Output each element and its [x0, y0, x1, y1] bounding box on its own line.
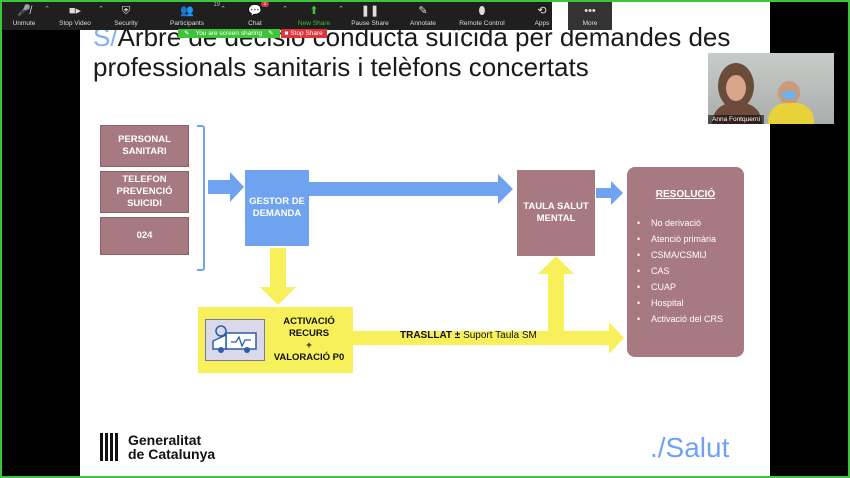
security-label: Security: [114, 20, 138, 27]
chat-button[interactable]: 💬 1 Chat ⌃: [224, 0, 288, 30]
new-share-button[interactable]: ⬆ New Share ⌃: [286, 0, 344, 30]
resolucio-item: CSMA/CSMIJ: [637, 247, 744, 263]
arrow-to-gestor: [208, 172, 244, 202]
participants-button[interactable]: 👥 19 Participants ⌃: [150, 0, 226, 30]
new-share-label: New Share: [297, 20, 331, 27]
source-telefon-prevencio: TELEFON PREVENCIÓ SUICIDI: [100, 171, 189, 213]
source-024: 024: [100, 217, 189, 255]
video-camera-icon: ■▸: [68, 5, 82, 17]
resolucio-title: RESOLUCIÓ: [655, 189, 716, 200]
stop-share-label: Stop Share: [290, 30, 323, 37]
resolucio-item: Activació del CRS: [637, 311, 744, 327]
remote-control-label: Remote Control: [459, 20, 505, 27]
resolucio-item: CUAP: [637, 279, 744, 295]
stop-icon: ■: [284, 30, 289, 37]
presentation-slide: S/Arbre de decisió conducta suïcida per …: [80, 0, 770, 478]
resolucio-list: No derivació Atenció primària CSMA/CSMIJ…: [627, 215, 744, 327]
security-button[interactable]: ⛨ Security: [102, 0, 150, 30]
activacio-recurs-box: ACTIVACIÓ RECURS + VALORACIÓ P0: [198, 307, 353, 373]
stop-video-label: Stop Video: [59, 20, 91, 27]
sharing-status[interactable]: ✎ You are screen sharing ✎: [178, 29, 280, 38]
arrow-taula-to-resolucio: [596, 181, 623, 205]
sources-bracket: [197, 125, 205, 271]
new-share-icon: ⬆: [309, 5, 319, 17]
arrow-trasllat: [353, 322, 624, 354]
resolucio-box: RESOLUCIÓ No derivació Atenció primària …: [627, 167, 744, 357]
chevron-up-icon[interactable]: ⌃: [282, 6, 288, 13]
sharing-indicator: ✎ You are screen sharing ✎ ■ Stop Share: [178, 29, 327, 38]
trasllat-rest: Suport Taula SM: [460, 330, 537, 341]
stop-share-button[interactable]: ■ Stop Share: [280, 29, 327, 38]
sharing-status-text: You are screen sharing: [195, 30, 263, 37]
shield-icon: ⛨: [121, 5, 131, 17]
resolucio-item: CAS: [637, 263, 744, 279]
unmute-label: Unmute: [12, 20, 36, 27]
more-label: More: [582, 20, 598, 27]
chat-label: Chat: [248, 20, 262, 27]
remote-control-button[interactable]: ⬮ Remote Control: [448, 0, 516, 30]
unmute-button[interactable]: 🎤̸ Unmute ⌃: [0, 0, 50, 30]
plus-sign: +: [306, 340, 312, 351]
chat-icon: 💬: [248, 5, 262, 17]
chevron-up-icon[interactable]: ⌃: [220, 6, 226, 13]
share-pin-icon: ✎: [268, 30, 274, 37]
more-button[interactable]: ••• More: [568, 0, 612, 30]
chat-badge: 1: [261, 1, 269, 7]
share-pin-icon: ✎: [184, 30, 190, 37]
participant-video-thumbnail[interactable]: Anna Fontquerni: [708, 53, 834, 124]
chevron-up-icon[interactable]: ⌃: [44, 6, 50, 13]
arrow-gestor-to-taula: [309, 174, 513, 204]
apps-button[interactable]: ⟲ Apps: [516, 0, 568, 30]
generalitat-logo: Generalitat de Catalunya: [100, 433, 215, 461]
participants-count: 19: [213, 2, 220, 8]
pencil-icon: ✎: [418, 5, 428, 17]
pause-share-label: Pause Share: [351, 20, 389, 27]
generalitat-mark-icon: [100, 433, 122, 461]
annotate-button[interactable]: ✎ Annotate: [398, 0, 448, 30]
logo-line2: de Catalunya: [128, 446, 216, 462]
resolucio-item: Atenció primària: [637, 231, 744, 247]
arrow-up-to-taula: [538, 256, 574, 331]
stop-video-button[interactable]: ■▸ Stop Video ⌃: [48, 0, 104, 30]
ellipsis-icon: •••: [584, 5, 596, 17]
resolucio-item: Hospital: [637, 295, 744, 311]
arrow-gestor-to-activacio: [260, 248, 296, 305]
apps-icon: ⟲: [537, 5, 547, 17]
trasllat-label: TRASLLAT ± Suport Taula SM: [400, 330, 537, 341]
mic-muted-icon: 🎤̸: [17, 5, 31, 17]
zoom-toolbar: 🎤̸ Unmute ⌃ ■▸ Stop Video ⌃ ⛨ Security 👥…: [0, 0, 612, 30]
trasllat-bold: TRASLLAT ±: [400, 330, 461, 341]
activacio-label: ACTIVACIÓ RECURS: [283, 316, 335, 339]
chevron-up-icon[interactable]: ⌃: [98, 6, 104, 13]
gestor-demanda-box: GESTOR DE DEMANDA: [245, 170, 309, 246]
salut-logo: ./Salut: [650, 432, 730, 463]
source-personal-sanitari: PERSONAL SANITARI: [100, 125, 189, 167]
flow-arrows: [208, 172, 624, 354]
pause-share-button[interactable]: ❚❚ Pause Share: [342, 0, 398, 30]
logo-line1: Generalitat: [128, 432, 202, 448]
pause-icon: ❚❚: [360, 5, 380, 17]
participants-label: Participants: [170, 20, 204, 27]
resolucio-item: No derivació: [637, 215, 744, 231]
ambulance-icon: [205, 319, 265, 361]
participants-icon: 👥: [180, 5, 194, 17]
taula-salut-mental-box: TAULA SALUT MENTAL: [517, 170, 595, 256]
chevron-up-icon[interactable]: ⌃: [338, 6, 344, 13]
valoracio-label: VALORACIÓ P0: [273, 352, 345, 363]
participant-name: Anna Fontquerni: [708, 115, 765, 124]
activacio-text: ACTIVACIÓ RECURS + VALORACIÓ P0: [265, 316, 353, 364]
mouse-icon: ⬮: [478, 5, 486, 17]
annotate-label: Annotate: [409, 20, 437, 27]
apps-label: Apps: [534, 20, 550, 27]
